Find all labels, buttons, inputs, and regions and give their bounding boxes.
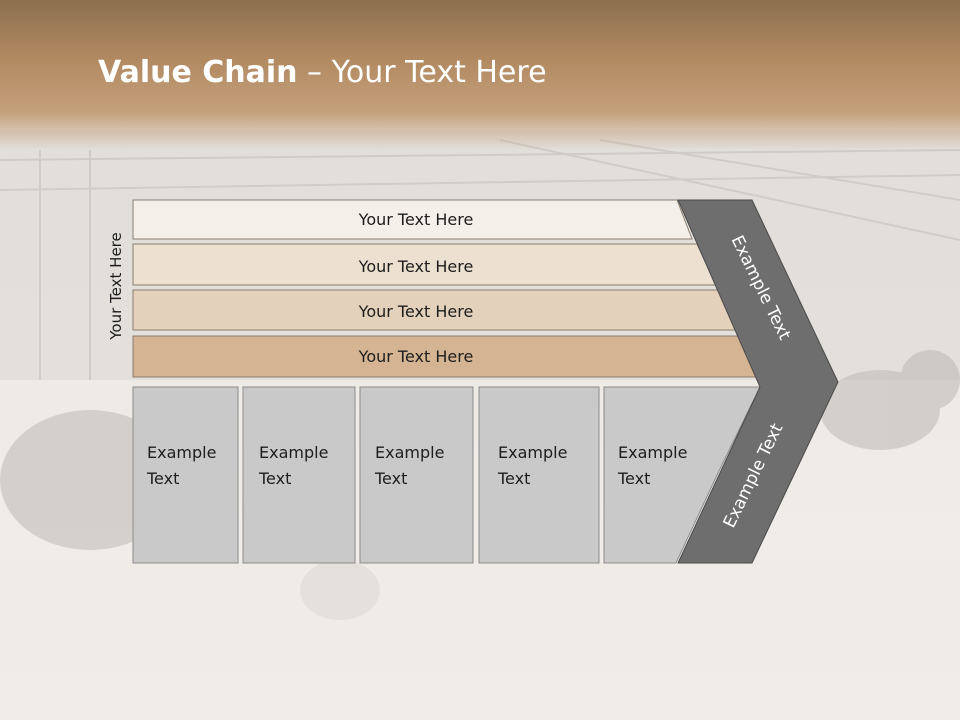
chevron-arrow[interactable]: [677, 199, 839, 564]
bar-2-label: Your Text Here: [358, 257, 474, 276]
title-rest: – Your Text Here: [297, 55, 547, 90]
box-5[interactable]: [603, 386, 761, 564]
bar-3-label: Your Text Here: [358, 302, 474, 321]
title-band: [0, 0, 960, 150]
reflection-box-5-line2: Text: [617, 638, 650, 657]
box-4-line2: Text: [497, 469, 530, 488]
box-5-line2: Text: [617, 469, 650, 488]
box-1[interactable]: [132, 386, 239, 564]
reflection-box-4-line1: Example: [498, 664, 567, 683]
reflection-box-2-line2: Text: [258, 638, 291, 657]
box-2-line2: Text: [258, 469, 291, 488]
reflection-box-1-line2: Text: [146, 638, 179, 657]
bar-1-label: Your Text Here: [358, 210, 474, 229]
box-1-line2: Text: [146, 469, 179, 488]
reflection-box-1-line1: Example: [147, 664, 216, 683]
slide-title: Value Chain – Your Text Here: [98, 55, 547, 90]
title-bold: Value Chain: [98, 55, 298, 90]
box-1-line1: Example: [147, 443, 216, 462]
box-4-line1: Example: [498, 443, 567, 462]
box-3-line1: Example: [375, 443, 444, 462]
reflection-box-5-line1: Example: [618, 664, 687, 683]
box-3-line2: Text: [374, 469, 407, 488]
box-4[interactable]: [478, 386, 600, 564]
box-5-line1: Example: [618, 443, 687, 462]
reflection-box-4-line2: Text: [497, 638, 530, 657]
box-2-line1: Example: [259, 443, 328, 462]
reflection-box-3-line2: Text: [374, 638, 407, 657]
diagram-reflection: Example Text Example Text Example Text E…: [132, 562, 838, 720]
reflection-box-2-line1: Example: [259, 664, 328, 683]
bar-1[interactable]: [132, 199, 693, 240]
bar-4-label: Your Text Here: [358, 347, 474, 366]
box-2[interactable]: [242, 386, 356, 564]
reflection-box-3-line1: Example: [375, 664, 444, 683]
box-3[interactable]: [359, 386, 474, 564]
